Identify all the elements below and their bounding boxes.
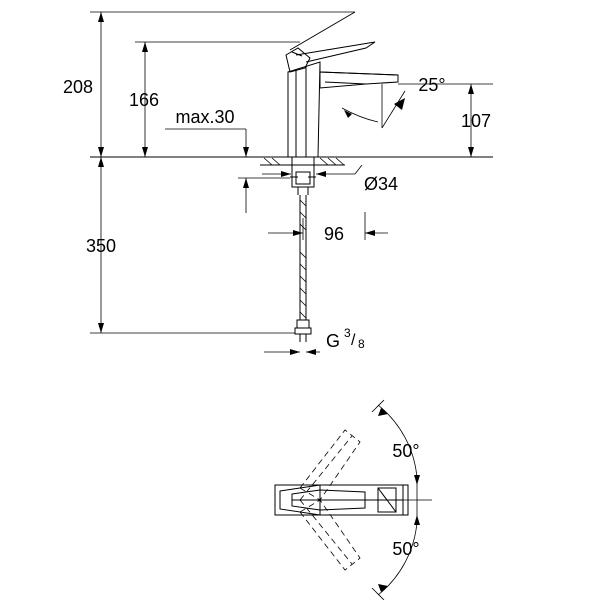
flexible-hose: [294, 195, 312, 342]
side-view: 208 166 max.30: [63, 11, 493, 355]
top-view-body: [274, 484, 409, 516]
label-25deg: 25°: [418, 75, 445, 95]
label-208: 208: [63, 77, 93, 97]
label-96: 96: [324, 224, 344, 244]
mounting-hardware: [260, 156, 345, 195]
label-thread: G: [326, 331, 340, 351]
label-swivel-bottom: 50°: [392, 539, 419, 559]
dim-thread: [264, 349, 320, 355]
label-thread-slash: /: [351, 332, 356, 349]
label-350: 350: [86, 236, 116, 256]
angle-25-marker: [341, 84, 406, 129]
swivel-range-outline: [299, 429, 361, 571]
top-view: 50° 50°: [274, 399, 432, 601]
label-diameter: Ø34: [364, 174, 398, 194]
spout: [319, 62, 399, 89]
dim-350: [90, 157, 295, 334]
dim-diameter: [262, 164, 363, 177]
dim-107: [398, 83, 493, 157]
dim-max30: [165, 128, 290, 213]
faucet-body: [287, 61, 321, 158]
swivel-angle-markers: [371, 399, 432, 601]
dim-208: [90, 11, 355, 157]
label-thread-num: 3: [344, 326, 351, 340]
dim-96: [268, 212, 388, 240]
label-thread-den: 8: [358, 337, 365, 351]
lever-handle: [285, 11, 376, 73]
label-swivel-top: 50°: [392, 441, 419, 461]
dim-166: [135, 41, 300, 157]
label-166: 166: [129, 90, 159, 110]
label-max30: max.30: [175, 107, 234, 127]
label-107: 107: [461, 111, 491, 131]
